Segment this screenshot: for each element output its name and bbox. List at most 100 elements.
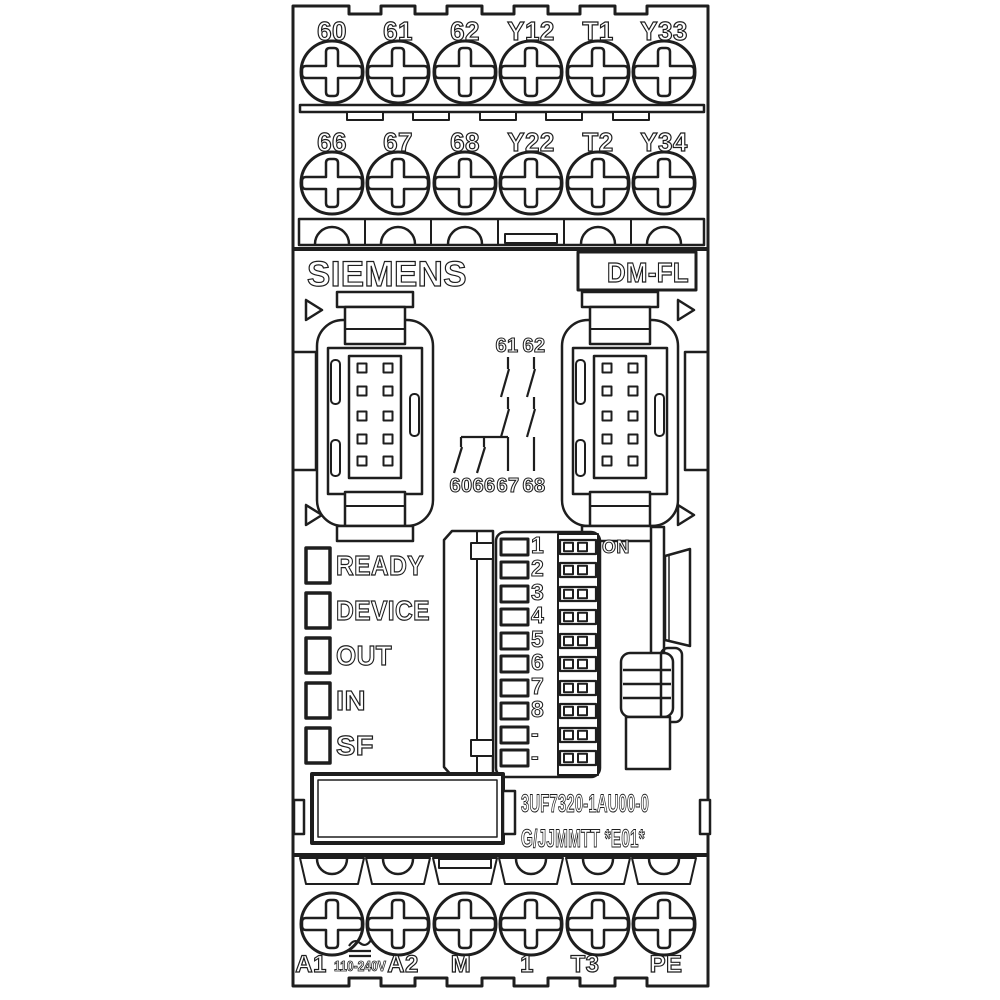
- led-label: IN: [336, 685, 366, 716]
- model-badge: DM-FL: [576, 250, 698, 292]
- channel-number: -: [531, 720, 539, 746]
- led-indicator-icon: [304, 726, 332, 765]
- screw-terminal-icon: [299, 150, 365, 216]
- ribbon-connector-right-icon: [560, 290, 680, 543]
- contact-label: 60: [449, 475, 472, 497]
- funnel-tab: [504, 233, 558, 244]
- terminal-row-top-2: 66 67 68 Y22 T2 Y34: [299, 126, 697, 216]
- screw-terminal-icon: [565, 150, 631, 216]
- channel-number: 8: [531, 696, 544, 722]
- center-rail-bracket: [442, 529, 495, 778]
- screw-terminal-icon: [565, 891, 631, 957]
- wire-funnel-icon: [313, 225, 351, 245]
- contact-label: 67: [496, 475, 519, 497]
- channel-number: 6: [531, 649, 544, 675]
- screw-terminal-icon: [432, 150, 498, 216]
- contact-label: 62: [522, 335, 545, 357]
- wire-funnel-strip-bottom: [299, 857, 697, 885]
- dip-switch-icon: [558, 538, 598, 556]
- channel-number: 5: [531, 626, 544, 652]
- dip-switch-icon: [558, 726, 598, 744]
- screw-terminal-icon: [365, 150, 431, 216]
- channel-number: 4: [531, 602, 544, 628]
- channel-window-icon: [499, 537, 530, 557]
- dip-switch-area: 1 2 3 4 5 6 7 8 - - ON: [494, 530, 630, 779]
- screw-terminal-icon: [565, 39, 631, 105]
- screw-terminal-icon: [631, 150, 697, 216]
- latch-mechanism: [619, 525, 692, 771]
- funnel-tab: [438, 858, 492, 869]
- channel-window-icon: [499, 584, 530, 604]
- contact-label: 61: [495, 335, 518, 357]
- screw-terminal-icon: [299, 891, 365, 957]
- screw-terminal-icon: [299, 39, 365, 105]
- contact-diagram: 61 62 60 66 67 68: [449, 334, 546, 497]
- channel-window-icon: [499, 678, 530, 698]
- led-indicator-icon: [304, 636, 332, 675]
- siemens-logo: SIEMENS: [307, 255, 467, 294]
- channel-window-icon: [499, 701, 530, 721]
- side-recess-right: [683, 350, 708, 472]
- terminal-label: M: [451, 951, 471, 978]
- dip-on-label: ON: [602, 537, 630, 557]
- screw-terminal-icon: [631, 891, 697, 957]
- led-label: SF: [336, 730, 374, 761]
- screw-terminal-icon: [365, 891, 431, 957]
- screw-terminal-icon: [432, 39, 498, 105]
- screw-terminal-icon: [432, 891, 498, 957]
- channel-number: -: [531, 743, 539, 769]
- terminal-label: A1: [295, 951, 326, 978]
- channel-number: 2: [531, 555, 544, 581]
- supply-voltage-label: 110-240V: [334, 959, 386, 975]
- screw-terminal-icon: [498, 39, 564, 105]
- wire-funnel-icon: [446, 225, 484, 245]
- dip-switch-icon: [558, 608, 598, 626]
- terminal-row-divider: [298, 103, 706, 121]
- screw-terminal-icon: [365, 39, 431, 105]
- side-tab-right: [698, 798, 712, 836]
- led-indicator-icon: [304, 546, 332, 585]
- channel-number: 3: [531, 579, 544, 605]
- terminal-label: T2: [582, 127, 613, 157]
- led-indicator-icon: [304, 681, 332, 720]
- model-badge-label: DM-FL: [607, 257, 689, 288]
- channel-window-icon: [499, 654, 530, 674]
- terminal-label: 1: [520, 951, 534, 978]
- led-label: OUT: [336, 640, 392, 671]
- screw-terminal-icon: [498, 150, 564, 216]
- terminal-label: A2: [387, 951, 418, 978]
- wire-funnel-icon: [645, 225, 683, 245]
- contact-lines: [452, 357, 537, 474]
- led-indicator-icon: [304, 591, 332, 630]
- flap-edge: [663, 547, 692, 648]
- led-label: READY: [336, 550, 424, 581]
- date-code: G/JJMMTT *E01*: [521, 825, 645, 853]
- terminal-row-bottom: A1 110-240V A2 M 1 T3 PE: [295, 891, 697, 979]
- contact-label: 68: [522, 475, 545, 497]
- dip-switch-icon: [558, 702, 598, 720]
- contact-label: 66: [472, 475, 495, 497]
- ribbon-connector-left-icon: [315, 290, 435, 543]
- wire-funnel-icon: [579, 225, 617, 245]
- channel-window-icon: [499, 631, 530, 651]
- screw-terminal-icon: [498, 891, 564, 957]
- status-led-panel: READY DEVICE OUT IN SF: [304, 546, 430, 765]
- channel-number: 1: [531, 532, 544, 558]
- wire-funnel-strip-top: [297, 217, 706, 247]
- terminal-label: PE: [650, 951, 683, 978]
- terminal-row-top-1: 60 61 62 Y12 T1 Y33: [299, 15, 697, 105]
- dip-switch-icon: [558, 585, 598, 603]
- channel-window-icon: [499, 748, 530, 768]
- dip-switch-icon: [558, 655, 598, 673]
- channel-number: 7: [531, 673, 544, 699]
- wire-funnel-icon: [379, 225, 417, 245]
- screw-terminal-icon: [631, 39, 697, 105]
- dip-switch-icon: [558, 632, 598, 650]
- dip-switch-icon: [558, 561, 598, 579]
- led-label: DEVICE: [336, 595, 430, 626]
- channel-window-icon: [499, 725, 530, 745]
- dip-switch-icon: [558, 679, 598, 697]
- dip-switch-icon: [558, 749, 598, 767]
